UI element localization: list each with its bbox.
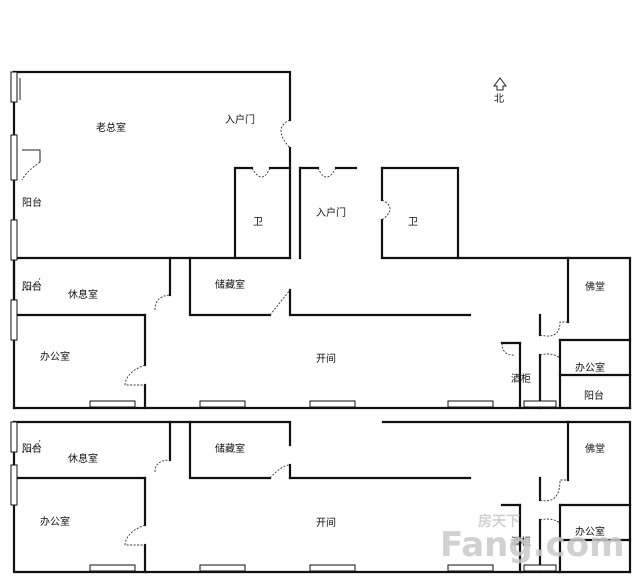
lower-floor-walls (12, 420, 632, 574)
room-toilet-left: 卫 (253, 217, 263, 228)
room-open-area: 开间 (316, 352, 336, 365)
compass: 北 (493, 77, 507, 105)
room-boss-office: 老总室 (96, 121, 126, 134)
watermark-brand: 房天下 (478, 513, 520, 530)
room-toilet-right: 卫 (408, 217, 418, 228)
room-buddha: 佛堂 (585, 280, 605, 293)
room-office-small: 办公室 (575, 525, 605, 538)
label-entry-door-center: 入户门 (316, 206, 346, 219)
room-office-left: 办公室 (40, 515, 70, 528)
upper-floor-doors (21, 119, 568, 386)
room-office-left: 办公室 (40, 350, 70, 363)
room-balcony-left-top: 阳台 (22, 196, 42, 209)
room-lounge: 休息室 (68, 452, 98, 465)
room-office-small: 办公室 (575, 361, 605, 374)
room-buddha: 佛堂 (585, 442, 605, 455)
room-wine-cabinet: 酒柜 (511, 372, 531, 385)
room-balcony-right: 阳台 (584, 389, 604, 402)
room-balcony-left: 阳台 (22, 280, 42, 293)
upper-floor-windows (10, 71, 557, 408)
room-storage: 储藏室 (215, 442, 245, 455)
watermark-text: Fang.com (440, 525, 625, 565)
compass-label: 北 (494, 93, 504, 105)
room-balcony-left: 阳台 (22, 442, 42, 455)
lower-floor-windows (10, 421, 557, 572)
label-entry-door-top: 入户门 (225, 113, 255, 126)
room-storage: 储藏室 (215, 278, 245, 291)
room-wine-cabinet: 酒柜 (511, 535, 531, 548)
north-arrow-icon (493, 77, 507, 91)
upper-floor-labels: 老总室 入户门 入户门 阳台 卫 卫 阳台 休息室 储藏室 佛堂 办公室 开间 … (22, 113, 605, 402)
upper-floor-walls (12, 70, 632, 410)
watermark: 房天下 Fang.com (440, 513, 625, 565)
room-lounge: 休息室 (68, 288, 98, 301)
room-open-area: 开间 (316, 516, 336, 529)
lower-floor-doors (21, 439, 568, 546)
lower-floor-labels: 阳台 休息室 储藏室 佛堂 办公室 开间 酒柜 办公室 (22, 442, 605, 548)
